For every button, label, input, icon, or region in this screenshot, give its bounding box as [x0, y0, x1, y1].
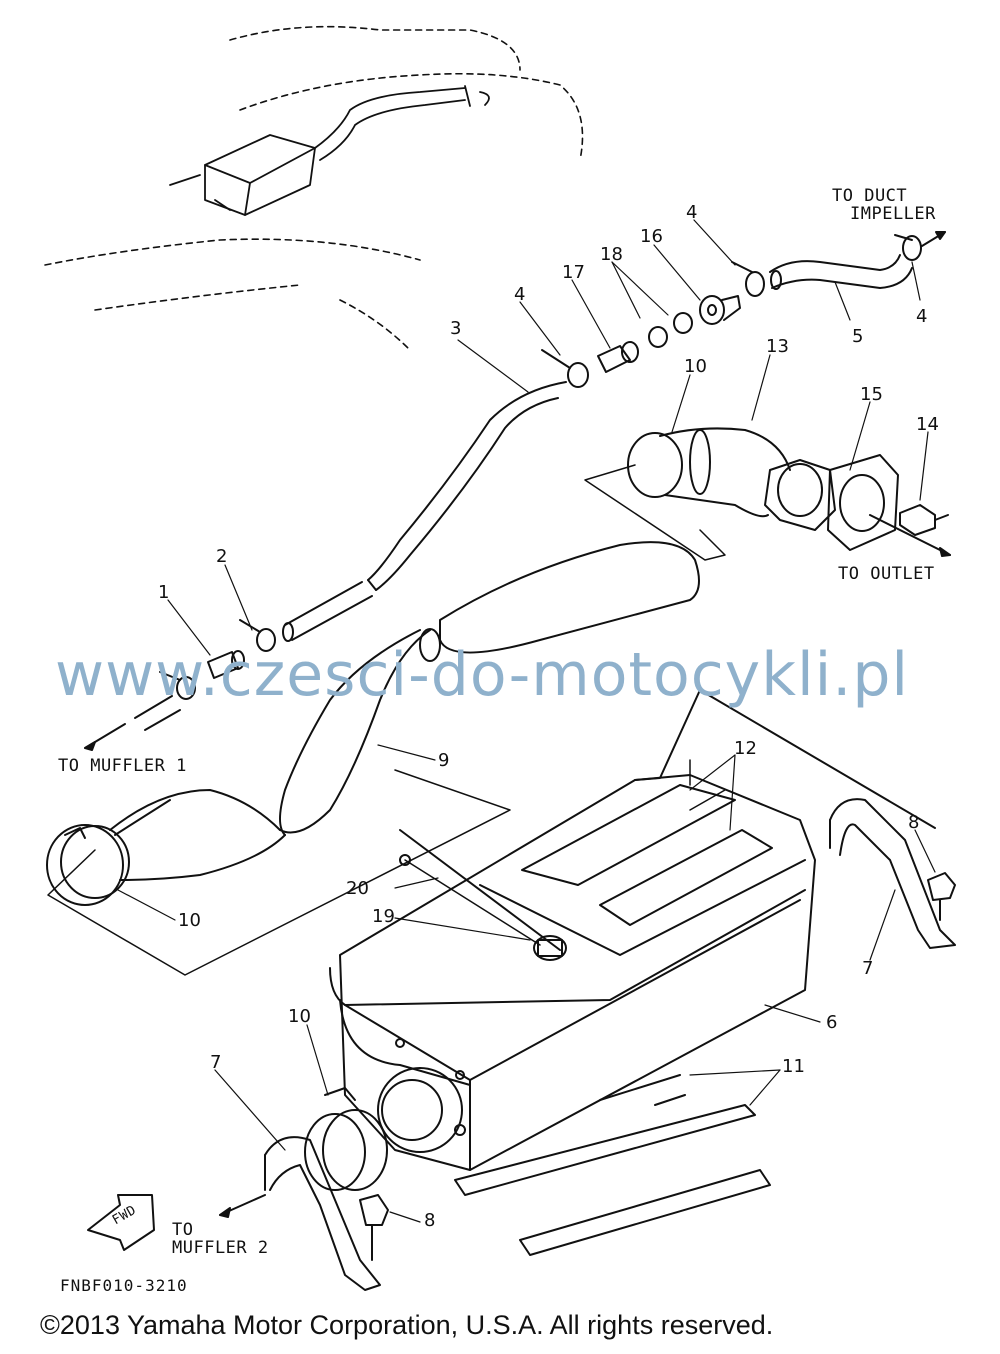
- callout-16: 16: [640, 226, 663, 247]
- fwd-arrow-icon: [88, 1195, 154, 1250]
- label-muffler-2: MUFFLER 2: [172, 1238, 269, 1258]
- callout-leaders: [118, 220, 935, 1222]
- wire-20: [405, 860, 540, 945]
- clamp-4-right: [895, 235, 921, 260]
- callout-18: 18: [600, 244, 623, 265]
- hose-3: [283, 382, 566, 641]
- callout-10-b: 10: [178, 910, 201, 931]
- strap-7-lower: [265, 1137, 380, 1290]
- pad-12: [522, 785, 772, 925]
- callout-8-b: 8: [424, 1210, 436, 1231]
- callout-6: 6: [826, 1012, 838, 1033]
- callout-17: 17: [562, 262, 585, 283]
- callout-15: 15: [860, 384, 883, 405]
- callout-1: 1: [158, 582, 170, 603]
- clamp-4-lower: [160, 672, 195, 699]
- pad-11: [455, 1075, 770, 1255]
- watermark: www.czesci-do-motocykli.pl: [55, 640, 910, 710]
- bolt-8-right: [928, 873, 955, 920]
- label-to-duct: TO DUCT: [832, 186, 908, 206]
- screw-20: [400, 855, 410, 865]
- bolt-14: [900, 505, 948, 535]
- callout-4-b: 4: [686, 202, 698, 223]
- callout-8-a: 8: [908, 812, 920, 833]
- pad-12-leader: [690, 760, 725, 810]
- figure-code: FNBF010-3210: [60, 1276, 188, 1295]
- callout-9: 9: [438, 750, 450, 771]
- muffler-6: [330, 690, 935, 1170]
- callout-4-c: 4: [916, 306, 928, 327]
- bolt-8-lower: [360, 1195, 388, 1260]
- washer-18: [649, 313, 692, 347]
- gasket-15: [828, 455, 898, 550]
- callout-3: 3: [450, 318, 462, 339]
- callout-19: 19: [372, 906, 395, 927]
- clamp-leader-left: [48, 770, 510, 975]
- callout-11: 11: [782, 1056, 805, 1077]
- nipple-1: [208, 651, 244, 678]
- cap-19: [534, 936, 566, 960]
- label-impeller: IMPELLER: [850, 204, 936, 224]
- callout-7-a: 7: [862, 958, 874, 979]
- hose-5: [770, 255, 912, 289]
- callout-10-c: 10: [288, 1006, 311, 1027]
- callout-13: 13: [766, 336, 789, 357]
- copyright: ©2013 Yamaha Motor Corporation, U.S.A. A…: [40, 1310, 774, 1340]
- callout-20: 20: [346, 878, 369, 899]
- nipple-17: [598, 342, 638, 372]
- elbow-13: [628, 428, 835, 530]
- hull-inset-muffler: [170, 86, 489, 215]
- label-to-muffler-1: TO MUFFLER 1: [58, 756, 187, 776]
- clamp-4-upper: [732, 262, 764, 296]
- callout-2: 2: [216, 546, 228, 567]
- strap-7-right: [830, 799, 955, 948]
- callout-5: 5: [852, 326, 864, 347]
- elbow-leader: [585, 465, 725, 560]
- hull-sketch: [45, 27, 583, 350]
- arrow-outlet: [870, 515, 950, 555]
- clamp-10-lower: [305, 1088, 387, 1190]
- hose-9: [110, 542, 699, 880]
- clamp-10-left: [47, 825, 129, 905]
- callout-14: 14: [916, 414, 939, 435]
- label-to: TO: [172, 1220, 194, 1240]
- callout-12: 12: [734, 738, 757, 759]
- callout-10-a: 10: [684, 356, 707, 377]
- hose-stub-muffler1: [135, 696, 180, 730]
- callout-4-a: 4: [514, 284, 526, 305]
- callout-7-b: 7: [210, 1052, 222, 1073]
- fitting-16: [700, 296, 740, 324]
- label-to-outlet: TO OUTLET: [838, 564, 935, 584]
- clamp-4-left: [542, 350, 588, 387]
